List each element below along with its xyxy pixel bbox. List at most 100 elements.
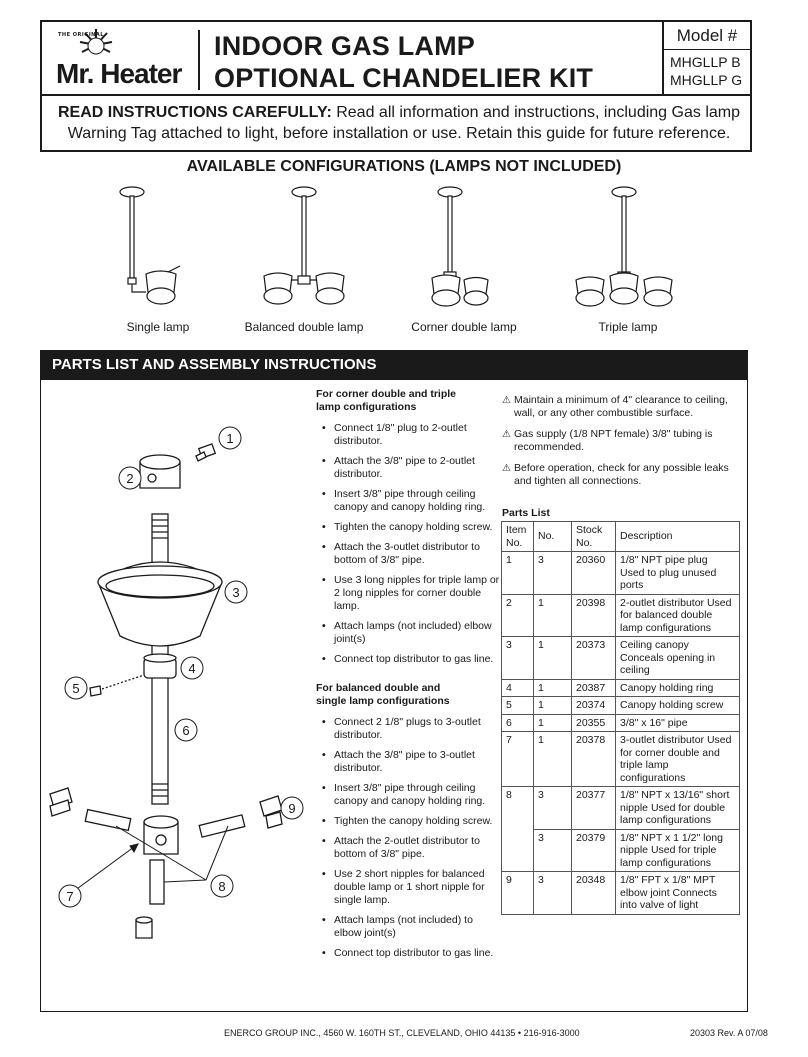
table-cell: 7 <box>501 731 534 787</box>
table-cell: 1/8" NPT x 1 1/2" long nipple Used for t… <box>615 828 740 872</box>
table-cell: 3-outlet distributor Used for corner dou… <box>615 731 740 787</box>
table-cell: Canopy holding screw <box>615 696 740 715</box>
triple-lamp-illustration <box>575 186 673 307</box>
table-cell: 3 <box>501 636 534 680</box>
header-top: THE ORIGINAL Mr. Heater INDOOR GAS LAMP … <box>42 22 750 96</box>
balanced-step: Tighten the canopy holding screw. <box>316 815 500 828</box>
model-number-1: MHGLLP B <box>670 54 741 70</box>
callout-1: 1 <box>226 431 233 446</box>
corner-step: Use 3 long nipples for triple lamp or 2 … <box>316 574 500 613</box>
table-cell: 1/8" NPT pipe plug Used to plug unused p… <box>615 551 740 595</box>
parts-header-qty: No. <box>533 521 572 552</box>
table-cell: 1 <box>533 593 572 637</box>
configurations-title: AVAILABLE CONFIGURATIONS (LAMPS NOT INCL… <box>186 158 622 175</box>
model-number-2: MHGLLP G <box>670 72 743 88</box>
corner-steps: Connect 1/8" plug to 2-outlet distributo… <box>316 422 500 666</box>
table-cell: 20360 <box>571 551 616 595</box>
table-cell: 3/8" x 16" pipe <box>615 713 740 732</box>
warning-text: Maintain a minimum of 4" clearance to ce… <box>514 394 728 419</box>
exploded-assembly-diagram: 1 2 3 4 5 6 7 8 9 <box>49 426 304 939</box>
table-cell: 3 <box>533 786 572 830</box>
read-instructions: READ INSTRUCTIONS CAREFULLY: Read all in… <box>54 102 744 144</box>
footer-address: ENERCO GROUP INC., 4560 W. 160TH ST., CL… <box>224 1028 580 1038</box>
table-cell <box>501 829 534 872</box>
balanced-heading-line-1: For balanced double and <box>316 682 441 694</box>
parts-header-description: Description <box>615 521 740 552</box>
corner-step: Attach the 3-outlet distributor to botto… <box>316 541 500 567</box>
callout-6: 6 <box>182 723 189 738</box>
table-cell: 20348 <box>571 871 616 915</box>
table-cell: 1 <box>533 696 572 715</box>
corner-step: Connect 1/8" plug to 2-outlet distributo… <box>316 422 500 448</box>
corner-step: Attach lamps (not included) elbow joint(… <box>316 620 500 646</box>
title-line-2: OPTIONAL CHANDELIER KIT <box>214 63 594 93</box>
warning-item: ⚠Maintain a minimum of 4" clearance to c… <box>502 394 742 420</box>
footer-revision: 20303 Rev. A 07/08 <box>690 1028 768 1038</box>
callout-5: 5 <box>72 681 79 696</box>
title-line-1: INDOOR GAS LAMP <box>214 31 476 61</box>
warning-item: ⚠Gas supply (1/8 NPT female) 3/8" tubing… <box>502 428 742 454</box>
table-cell: 20378 <box>571 731 616 787</box>
table-cell: 20377 <box>571 786 616 830</box>
corner-step: Attach the 3/8" pipe to 2-outlet distrib… <box>316 455 500 481</box>
parts-header-row: Item No. No. Stock No. Description <box>501 521 740 552</box>
balanced-double-lamp-illustration <box>263 186 345 305</box>
balanced-step: Attach the 3/8" pipe to 3-outlet distrib… <box>316 749 500 775</box>
brand-logo: THE ORIGINAL Mr. Heater <box>48 29 200 90</box>
table-cell: 20387 <box>571 678 616 697</box>
table-cell: 3 <box>533 871 572 915</box>
table-cell: 1 <box>533 678 572 697</box>
assembly-instructions: For corner double and triple lamp config… <box>316 388 500 967</box>
corner-step: Connect top distributor to gas line. <box>316 653 500 666</box>
config-label-corner: Corner double lamp <box>411 320 517 334</box>
part-4-canopy-holding-ring <box>143 653 177 679</box>
config-label-balanced: Balanced double lamp <box>244 320 364 334</box>
table-cell: 20355 <box>571 713 616 732</box>
table-cell: 20373 <box>571 636 616 680</box>
sun-logo-icon <box>79 29 113 55</box>
warning-text: Gas supply (1/8 NPT female) 3/8" tubing … <box>514 428 713 453</box>
read-instructions-text: Read all information and instructions, i… <box>67 104 740 142</box>
warning-triangle-icon: ⚠ <box>502 429 511 440</box>
part-3-ceiling-canopy <box>97 561 223 647</box>
main-content-box <box>40 380 748 1012</box>
callout-7: 7 <box>66 889 73 904</box>
corner-heading-line-1: For corner double and triple <box>316 388 457 400</box>
balanced-step: Use 2 short nipples for balanced double … <box>316 868 500 907</box>
model-label: Model # <box>664 26 750 50</box>
table-cell: 3 <box>533 551 572 595</box>
section-title-bar: PARTS LIST AND ASSEMBLY INSTRUCTIONS <box>40 350 748 380</box>
part-7-three-outlet-distributor <box>143 815 179 855</box>
warning-item: ⚠Before operation, check for any possibl… <box>502 462 742 488</box>
logo-text: Mr. Heater <box>56 58 182 89</box>
corner-heading-line-2: lamp configurations <box>316 401 417 413</box>
warnings: ⚠Maintain a minimum of 4" clearance to c… <box>502 394 742 496</box>
config-label-single: Single lamp <box>126 320 190 334</box>
callout-3: 3 <box>232 585 239 600</box>
table-cell: 2 <box>501 593 534 637</box>
table-cell: 1 <box>533 713 572 732</box>
warning-triangle-icon: ⚠ <box>502 395 511 406</box>
table-cell: 1 <box>533 636 572 680</box>
table-cell: Ceiling canopy Conceals opening in ceili… <box>615 636 740 680</box>
warning-triangle-icon: ⚠ <box>502 463 511 474</box>
table-cell: 20374 <box>571 696 616 715</box>
table-cell: 20379 <box>571 828 616 872</box>
corner-double-lamp-illustration <box>431 186 489 307</box>
table-cell: 2-outlet distributor Used for balanced d… <box>615 593 740 637</box>
part-2-two-outlet-distributor <box>139 454 181 489</box>
balanced-step: Attach the 2-outlet distributor to botto… <box>316 835 500 861</box>
warning-text: Before operation, check for any possible… <box>514 462 729 487</box>
corner-step: Insert 3/8" pipe through ceiling canopy … <box>316 488 500 514</box>
balanced-step: Connect top distributor to gas line. <box>316 947 500 960</box>
balanced-heading: For balanced double and single lamp conf… <box>316 682 500 708</box>
corner-step: Tighten the canopy holding screw. <box>316 521 500 534</box>
corner-heading: For corner double and triple lamp config… <box>316 388 500 414</box>
callout-4: 4 <box>188 661 195 676</box>
callout-2: 2 <box>126 471 133 486</box>
